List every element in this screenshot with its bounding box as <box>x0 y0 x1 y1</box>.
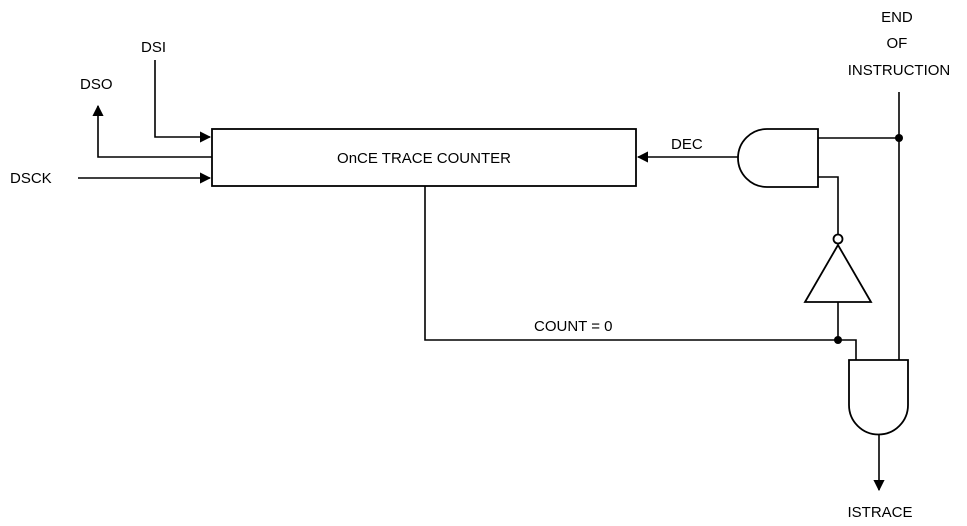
dec-and-gate <box>737 128 819 188</box>
istrace-label: ISTRACE <box>847 504 912 521</box>
inverter-bubble <box>832 233 844 245</box>
count-wire <box>424 186 857 360</box>
dsi-label: DSI <box>141 39 166 56</box>
inverter-triangle <box>803 243 873 303</box>
end-label-line3: INSTRUCTION <box>848 62 951 79</box>
dsck-label: DSCK <box>10 170 52 187</box>
istrace-and-gate <box>848 359 909 436</box>
inverter-output-wire <box>818 176 839 234</box>
count-label: COUNT = 0 <box>534 318 613 335</box>
junction-dot-count <box>834 336 842 344</box>
dso-label: DSO <box>80 76 113 93</box>
end-label-line1: END <box>881 9 913 26</box>
dec-label: DEC <box>671 136 703 153</box>
trace-counter-block <box>211 128 637 187</box>
dsi-wire <box>154 60 212 143</box>
trace-counter-label: OnCE TRACE COUNTER <box>337 150 511 167</box>
dso-wire <box>92 104 212 158</box>
end-label-line2: OF <box>886 35 907 52</box>
junction-dot-top <box>895 134 903 142</box>
end-of-instruction-label: END OF INSTRUCTION <box>848 9 951 79</box>
